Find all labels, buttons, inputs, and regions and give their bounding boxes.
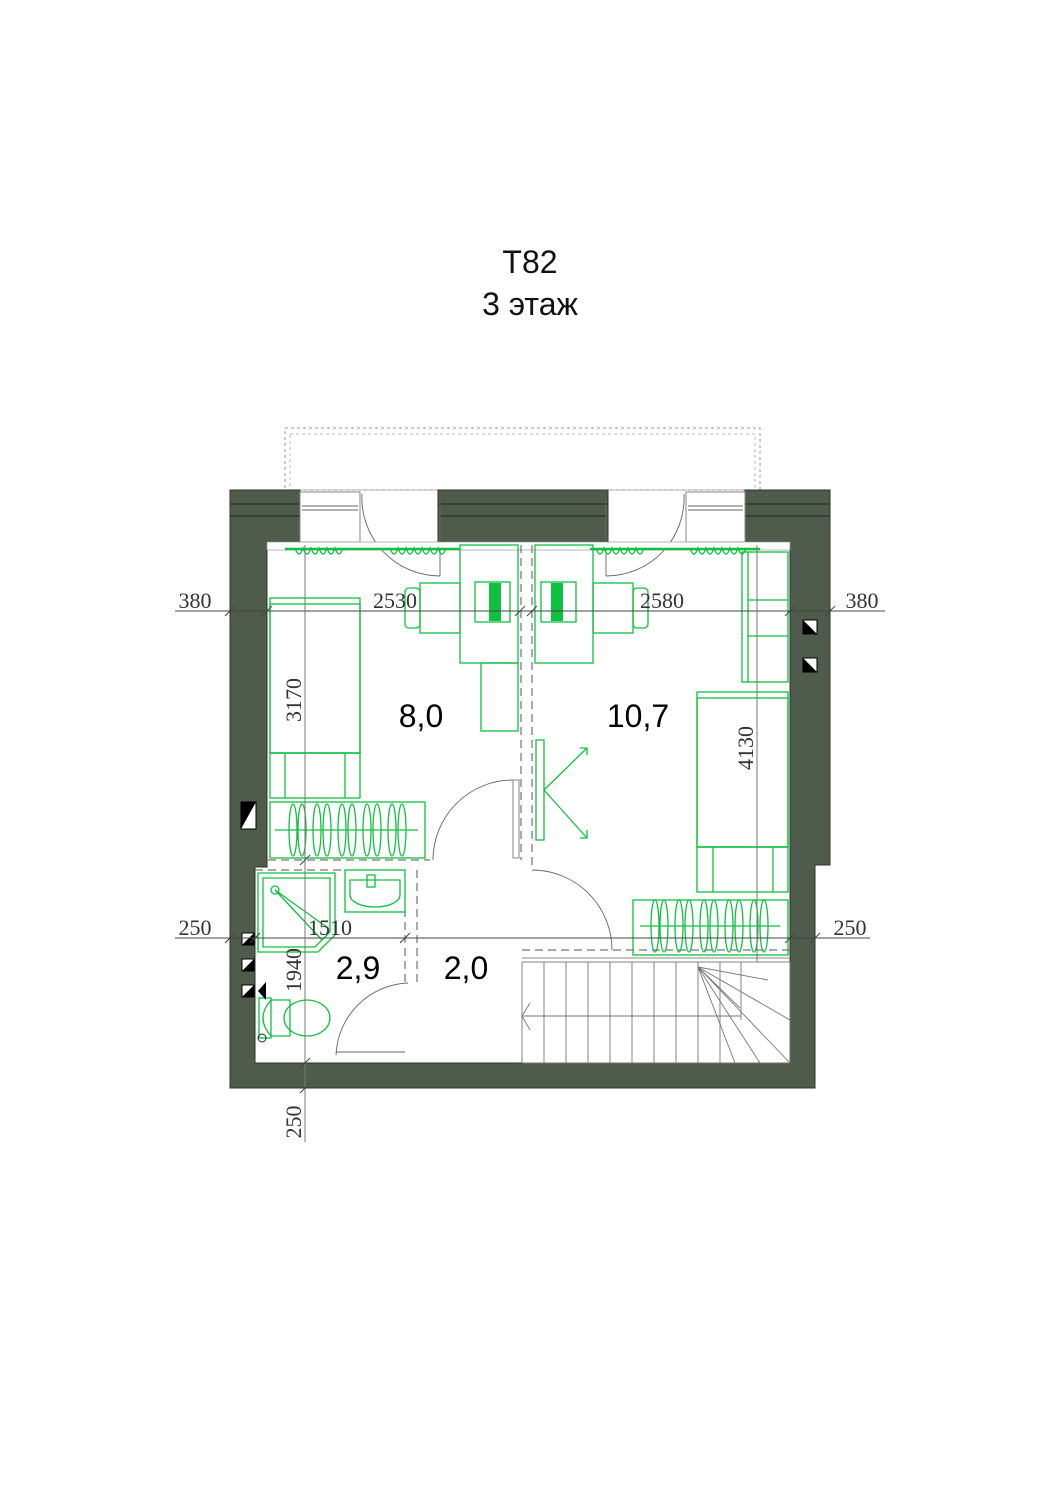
wardrobe-left	[269, 801, 426, 859]
switch-icon	[240, 801, 257, 830]
dim-right-room-width: 2580	[640, 588, 684, 613]
toilet	[257, 997, 331, 1043]
floor-label: 3 этаж	[482, 286, 578, 322]
dim-bathroom-width: 1510	[308, 915, 352, 940]
outlet-icon	[802, 657, 818, 673]
area-bedroom-right: 10,7	[607, 698, 669, 734]
plan-title: Т82	[502, 244, 558, 280]
outlet-icon	[241, 932, 255, 946]
balcony-door-left-swing	[361, 493, 441, 577]
dim-top-right-wall: 380	[846, 588, 879, 613]
interior-doors	[335, 779, 613, 1056]
sink	[344, 869, 406, 913]
outlet-icon	[802, 619, 818, 635]
area-hall: 2,0	[444, 950, 488, 986]
pointer-icon	[258, 982, 266, 1000]
dim-bottom-wall: 250	[281, 1106, 306, 1139]
windows	[266, 491, 791, 577]
shower-cabin	[257, 872, 336, 953]
curtains	[285, 545, 760, 555]
dim-top-left-wall: 380	[179, 588, 212, 613]
desk-right	[534, 544, 649, 664]
shelf-right	[741, 551, 789, 683]
balcony-door-right-swing	[605, 493, 685, 577]
dim-left-room-depth: 3170	[281, 678, 306, 722]
dim-left-room-width: 2530	[373, 588, 417, 613]
tv-stand	[535, 739, 588, 841]
dim-mid-right-wall: 250	[834, 915, 867, 940]
bed-left	[269, 597, 361, 799]
bed-right	[696, 691, 789, 893]
dim-right-room-depth: 4130	[733, 726, 758, 770]
wardrobe-right	[632, 899, 789, 956]
area-bathroom: 2,9	[336, 950, 380, 986]
dim-mid-left-wall: 250	[179, 915, 212, 940]
staircase	[521, 961, 791, 1064]
outlet-icon	[241, 984, 255, 998]
dim-bathroom-depth: 1940	[281, 948, 306, 992]
walls	[229, 489, 831, 1089]
balcony-outline	[284, 427, 761, 491]
electrical-outlet-icons	[240, 619, 818, 1000]
area-bedroom-left: 8,0	[399, 698, 443, 734]
outlet-icon	[241, 958, 255, 972]
dimension-lines	[175, 545, 885, 1142]
